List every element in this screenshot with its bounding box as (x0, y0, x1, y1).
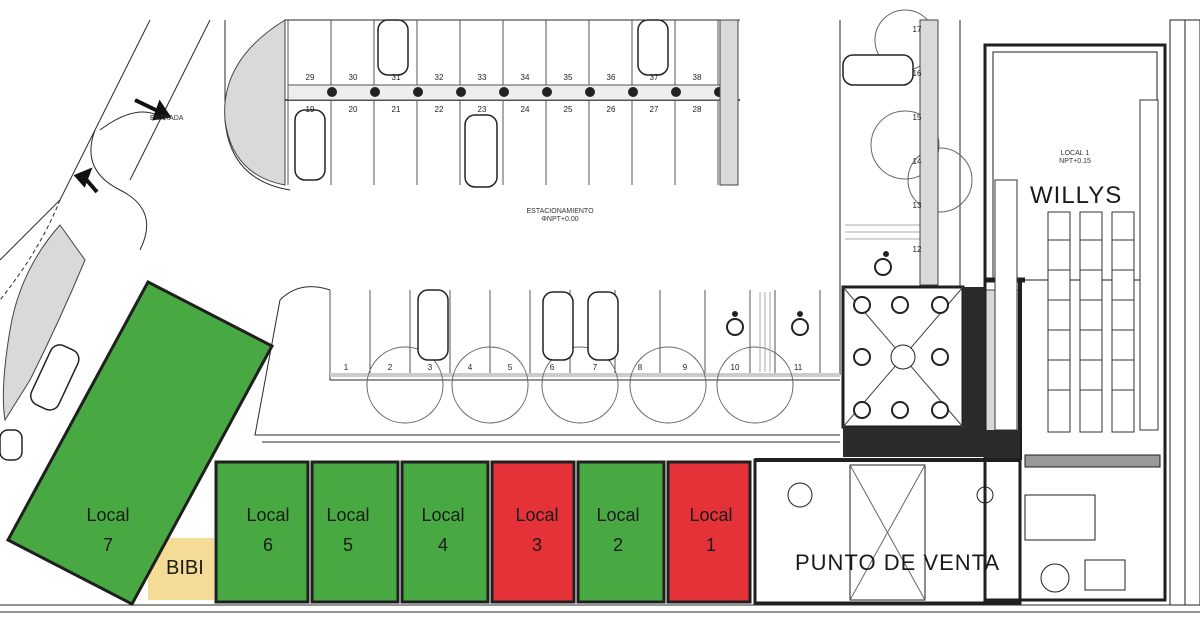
stall-number-23: 23 (478, 105, 487, 114)
shelf-ticks (1048, 239, 1134, 391)
stall-number-29: 29 (306, 73, 315, 82)
stall-number-17: 17 (913, 25, 922, 34)
store-shelves (994, 99, 1159, 433)
unit-3-num: 3 (531, 535, 542, 555)
top-stall-lines (287, 20, 719, 185)
unit-3-word: Local (515, 505, 559, 525)
stall-number-37: 37 (650, 73, 659, 82)
stall-number-6: 6 (550, 363, 555, 372)
unit-2-num: 2 (612, 535, 623, 555)
trees (366, 9, 973, 424)
unit-1-shape (666, 460, 752, 604)
stall-number-11: 11 (794, 363, 803, 372)
punto-de-venta-label: PUNTO DE VENTA (795, 550, 1001, 575)
unit-5-label: Local 5 (308, 500, 388, 560)
stall-number-7: 7 (593, 363, 598, 372)
unit-6-num: 6 (262, 535, 273, 555)
stall-number-13: 13 (913, 201, 922, 210)
stall-number-32: 32 (435, 73, 444, 82)
stall-number-2: 2 (388, 363, 393, 372)
accessible-parking-icons (726, 251, 892, 336)
stall-number-33: 33 (478, 73, 487, 82)
stall-number-36: 36 (607, 73, 616, 82)
terrace-tables (853, 296, 949, 419)
unit-2-shape (576, 460, 666, 604)
stall-number-25: 25 (564, 105, 573, 114)
unit-7-num: 7 (102, 535, 113, 555)
units-layer (5, 279, 752, 607)
unit-7-label: Local 7 (68, 500, 148, 560)
unit-1-label: Local 1 (671, 500, 751, 560)
unit-4-label: Local 4 (403, 500, 483, 560)
planter-strip (287, 84, 729, 101)
stall-number-26: 26 (607, 105, 616, 114)
unit-6-word: Local (246, 505, 290, 525)
stall-number-5: 5 (508, 363, 513, 372)
unit-7-shape (5, 279, 275, 607)
stall-number-35: 35 (564, 73, 573, 82)
unit-5-shape (310, 460, 400, 604)
hatch-accessible (759, 224, 925, 372)
stall-number-19: 19 (306, 105, 315, 114)
stall-number-21: 21 (392, 105, 401, 114)
unit-4-shape (400, 460, 490, 604)
bibi-label: BIBI (166, 557, 204, 579)
stall-number-27: 27 (650, 105, 659, 114)
unit-6-shape (214, 460, 310, 604)
unit-4-num: 4 (437, 535, 448, 555)
stall-number-14: 14 (913, 157, 922, 166)
stall-number-38: 38 (693, 73, 702, 82)
unit-2-word: Local (596, 505, 640, 525)
unit-6-label: Local 6 (228, 500, 308, 560)
stall-number-10: 10 (731, 363, 740, 372)
stall-number-3: 3 (428, 363, 433, 372)
unit-5-num: 5 (342, 535, 353, 555)
estacionamiento-label: ESTACIONAMIENTO (526, 208, 594, 215)
unit-4-word: Local (421, 505, 465, 525)
stall-number-20: 20 (349, 105, 358, 114)
bottom-stall-lines (329, 290, 840, 377)
unit-3-shape (490, 460, 576, 604)
willys-building (983, 19, 1200, 606)
willys-label: WILLYS (1030, 182, 1123, 209)
stall-number-12: 12 (913, 245, 922, 254)
stall-number-9: 9 (683, 363, 688, 372)
entrada-label: ENTRADA (150, 115, 184, 122)
local1-title: LOCAL 1 (1060, 150, 1090, 157)
stall-number-4: 4 (468, 363, 473, 372)
entry-arrows (73, 98, 172, 194)
local1-level: NPT+0.15 (1059, 158, 1091, 165)
unit-3-label: Local 3 (497, 500, 577, 560)
stall-number-34: 34 (521, 73, 530, 82)
unit-7-word: Local (86, 505, 130, 525)
stall-number-30: 30 (349, 73, 358, 82)
stall-number-22: 22 (435, 105, 444, 114)
stall-number-16: 16 (913, 69, 922, 78)
punto-de-venta-building (753, 458, 1126, 605)
unit-1-word: Local (689, 505, 733, 525)
stall-number-1: 1 (344, 363, 349, 372)
stall-number-15: 15 (913, 113, 922, 122)
stall-number-8: 8 (638, 363, 643, 372)
unit-1-num: 1 (705, 535, 716, 555)
unit-2-label: Local 2 (578, 500, 658, 560)
stall-number-24: 24 (521, 105, 530, 114)
stall-number-28: 28 (693, 105, 702, 114)
estacionamiento-level: ΦNPT+0.00 (541, 216, 579, 223)
stall-number-31: 31 (392, 73, 401, 82)
unit-5-word: Local (326, 505, 370, 525)
cars (0, 19, 914, 461)
